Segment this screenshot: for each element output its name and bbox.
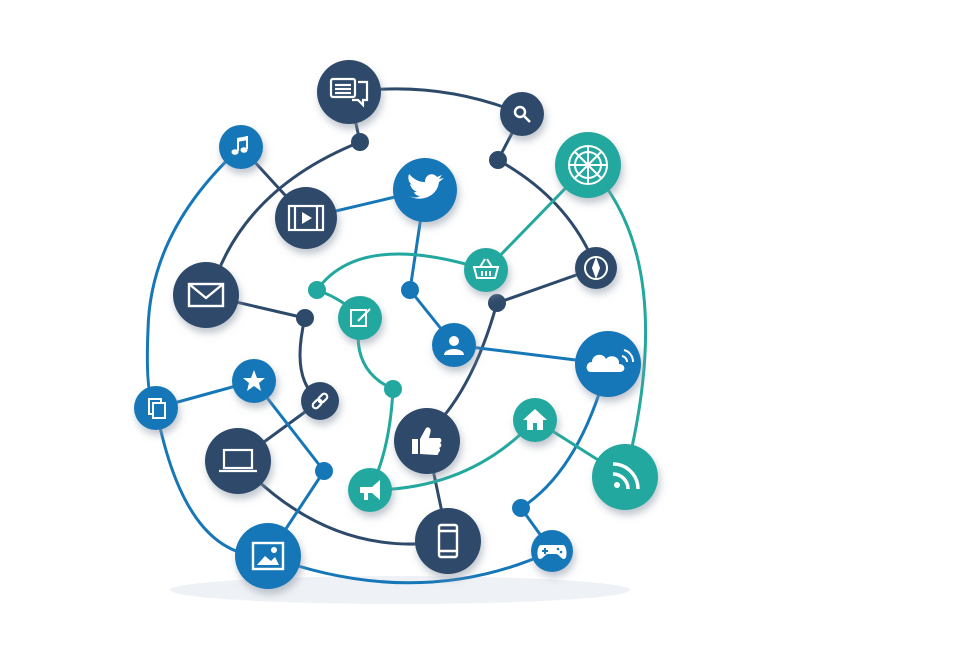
link-node [301, 382, 339, 420]
junction-dot [512, 499, 530, 517]
link-picture-gamepad [266, 549, 554, 585]
search-node [500, 92, 544, 136]
compass-icon [584, 256, 608, 280]
mail-node [173, 262, 239, 328]
like-icon [412, 427, 442, 455]
document-node [134, 386, 178, 430]
video-node [275, 187, 337, 249]
gamepad-node [531, 530, 573, 572]
user-node [432, 323, 476, 367]
star-node [232, 359, 276, 403]
chat-icon [329, 77, 369, 108]
basket-node [464, 248, 508, 292]
junction-dot [384, 380, 402, 398]
link-megaphone-home [368, 418, 537, 492]
gamepad-icon [537, 545, 567, 559]
link-globe-rss [586, 163, 648, 479]
rss-node [592, 444, 658, 510]
junction-dots [296, 133, 530, 517]
search-icon [513, 105, 531, 123]
junction-dot [296, 309, 314, 327]
junction-dot [489, 151, 507, 169]
megaphone-icon [360, 480, 380, 500]
globe-node [555, 132, 621, 198]
picture-node [235, 523, 301, 589]
megaphone-node [348, 468, 392, 512]
user-icon [444, 336, 464, 355]
link-dot-basket [315, 252, 488, 292]
junction-dot [308, 281, 326, 299]
junction-dot [351, 133, 369, 151]
twitter-node [393, 158, 457, 222]
twitter-bird-icon [408, 174, 444, 199]
music-icon [231, 136, 248, 155]
home-icon [523, 409, 547, 430]
cloud-node [575, 331, 641, 397]
mail-icon [187, 282, 225, 308]
compass-node [575, 247, 617, 289]
phone-icon [437, 523, 459, 559]
globe-icon [568, 145, 608, 185]
junction-dot [401, 281, 419, 299]
laptop-node [205, 428, 271, 494]
document-icon [148, 398, 166, 419]
picture-icon [251, 541, 285, 571]
phone-node [415, 508, 481, 574]
rss-icon [612, 462, 640, 490]
edit-icon [350, 308, 371, 327]
laptop-icon [219, 448, 257, 473]
edit-node [338, 296, 382, 340]
home-node [513, 398, 557, 442]
chat-node [317, 60, 381, 124]
star-icon [243, 370, 265, 391]
video-icon [287, 204, 325, 232]
basket-icon [472, 258, 500, 279]
link-icon [311, 392, 329, 410]
junction-dot [315, 462, 333, 480]
junction-dot [488, 294, 506, 312]
music-node [219, 125, 263, 169]
like-node [394, 408, 460, 474]
cloud-icon [586, 349, 635, 372]
ground-shadow [170, 576, 630, 604]
